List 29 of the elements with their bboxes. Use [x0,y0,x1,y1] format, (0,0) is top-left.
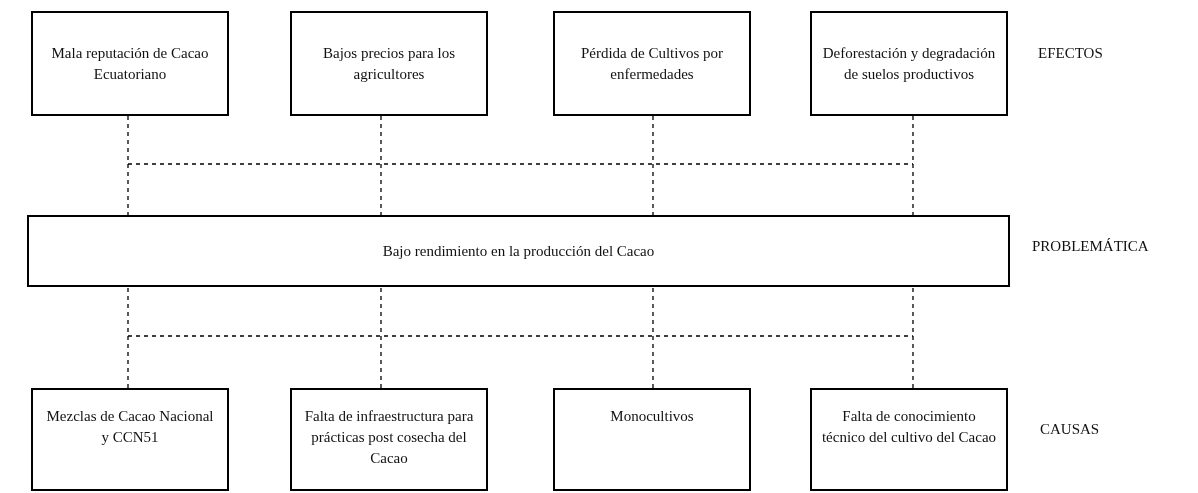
dashed-connector [912,286,914,389]
text-box [553,388,751,491]
dashed-connector [652,286,654,389]
row-label: PROBLEMÁTICA [1032,238,1149,255]
dashed-connector [127,286,129,389]
dashed-connector [127,115,129,216]
text-box [31,388,229,491]
box-text: Bajos precios para los agricultores [321,43,457,84]
text-box [290,11,488,116]
row-label: CAUSAS [1040,421,1100,438]
problem-box [27,215,1010,287]
text-box [553,11,751,116]
text-box [810,11,1008,116]
row-label: EFECTOS [1038,45,1103,62]
box-text: Pérdida de Cultivos por enfermedades [579,43,725,84]
box-text: Mezclas de Cacao Nacional y CCN51 [45,407,215,447]
box-text: Bajo rendimiento en la producción del Cacao [382,241,655,261]
dashed-connector [652,115,654,216]
text-box [31,11,229,116]
text-box [290,388,488,491]
text-box [810,388,1008,491]
box-text: Deforestación y degradación de suelos productivos [821,43,997,84]
box-text: Falta de conocimiento técnico del cultivo del Cacao [820,407,998,447]
box-text: Mala reputación de Cacao Ecuatoriano [50,43,210,84]
dashed-connector [912,115,914,216]
box-text: Monocultivos [610,407,694,426]
dashed-connector [380,286,382,389]
dashed-connector [380,115,382,216]
box-text: Falta de infraestructura para prácticas post cosecha del Cacao [303,407,475,468]
